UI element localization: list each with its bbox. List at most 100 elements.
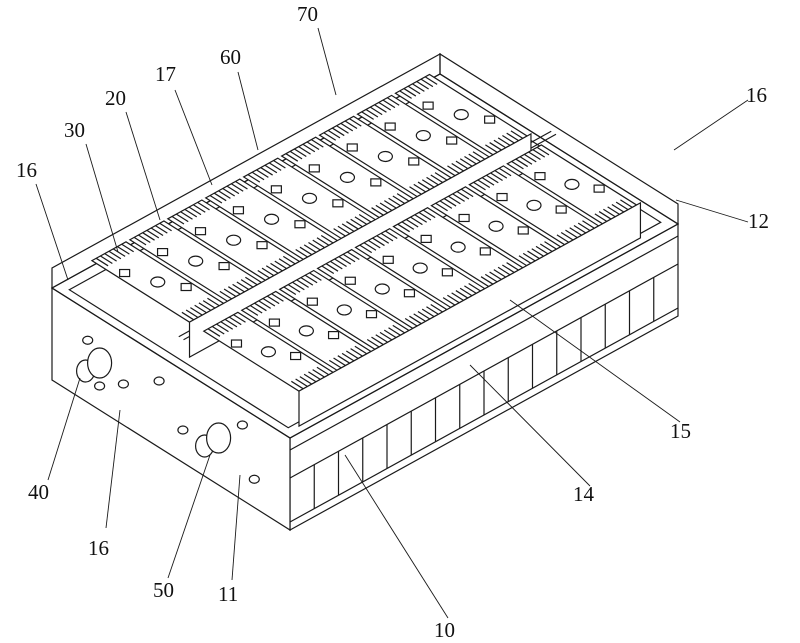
cell-fin (539, 243, 553, 253)
cell-fin (447, 294, 460, 304)
cell-fin (416, 81, 429, 90)
cell-fin (464, 155, 477, 165)
cell-fin (502, 135, 515, 144)
cell-fin (368, 239, 381, 249)
cell-fin (413, 313, 426, 322)
cell-fin (506, 262, 519, 271)
cell-fin (209, 195, 223, 204)
cell-fin (262, 297, 276, 307)
cell-fin (198, 302, 212, 311)
cell-fin (223, 288, 237, 298)
cell-fin (439, 200, 453, 209)
cell-fin (245, 276, 258, 286)
cell-fin (207, 297, 220, 307)
cell-fin (354, 345, 368, 355)
cell-fin (333, 228, 346, 237)
cell-fin (117, 246, 130, 255)
cell-fin (292, 281, 305, 291)
label-50: 50 (153, 578, 174, 602)
side-plate-edge (289, 263, 679, 479)
cell-fin (518, 255, 532, 264)
cell-fin (361, 111, 374, 120)
cell-fin (455, 290, 469, 299)
mounting-hole (248, 474, 260, 484)
cell-fin (418, 211, 432, 221)
busbar-pad (422, 101, 434, 110)
busbar-pad (256, 241, 268, 250)
busbar-pad (517, 226, 529, 235)
busbar-pad (230, 339, 243, 348)
cell-fin (371, 336, 384, 346)
terminal-oval (150, 276, 166, 288)
cell-fin (138, 234, 151, 244)
cell-fin (295, 378, 308, 387)
battery-modules (90, 73, 642, 428)
cell-fin (573, 224, 587, 234)
busbar-pad (403, 289, 416, 298)
cell-fin (358, 214, 372, 223)
module-side-face (298, 201, 642, 428)
cell-fin (560, 231, 574, 241)
cell-fin (336, 125, 349, 134)
cell-fin (289, 150, 303, 160)
cell-fin (235, 180, 248, 190)
cell-fin (308, 371, 321, 380)
side-plate-edge (289, 307, 679, 523)
busbar-pad (344, 276, 356, 285)
cell-fin (287, 284, 301, 293)
cell-fin (245, 307, 259, 316)
cell-fin (455, 160, 469, 170)
cell-fin (359, 244, 373, 254)
cell-fin (295, 249, 308, 258)
end-plate-right (439, 52, 679, 226)
cell-fin (323, 132, 337, 141)
cell-fin (254, 302, 267, 312)
busbar-pad (484, 115, 496, 124)
busbar-pad (534, 172, 546, 181)
cell-fin (480, 276, 494, 285)
cell-fin (511, 160, 524, 170)
cell-fin (494, 170, 508, 179)
terminal-oval (226, 234, 242, 246)
cell-fin (528, 151, 541, 161)
busbar-pad (306, 297, 318, 306)
cell-fin (309, 272, 322, 281)
cell-fin (422, 209, 436, 219)
cell-fin (493, 139, 507, 149)
cell-fin (299, 246, 313, 256)
cell-fin (270, 262, 283, 272)
cell-fin (328, 359, 342, 369)
cell-fin (392, 324, 405, 334)
cell-fin (524, 153, 537, 163)
cell-fin (190, 307, 203, 316)
cell-fin (233, 314, 246, 323)
cell-fin (260, 167, 273, 176)
busbar-pad (408, 157, 420, 166)
cell-fin (303, 244, 317, 253)
mounting-hole (153, 376, 165, 386)
cell-fin (383, 329, 397, 339)
cell-fin (347, 251, 360, 260)
cell-fin (350, 218, 363, 228)
cell-fin (536, 146, 550, 156)
cell-fin (350, 348, 363, 357)
label-10: 10 (434, 618, 455, 642)
busbar-pad (290, 351, 302, 361)
cell-fin (388, 327, 401, 336)
busbar-pad (458, 213, 470, 223)
cell-fin (274, 260, 288, 270)
cell-fin (565, 229, 578, 239)
label-16-right: 16 (746, 83, 767, 107)
cell-fin (188, 206, 202, 216)
cell-fin (379, 331, 393, 341)
cell-fin (354, 216, 368, 225)
cell-fin (194, 304, 207, 314)
cell-fin (603, 208, 616, 218)
cell-fin (180, 211, 193, 220)
cell-fin (327, 129, 341, 139)
cell-fin (229, 316, 242, 326)
cell-fin (420, 78, 434, 88)
cell-fin (527, 250, 540, 260)
busbar-pad (420, 234, 432, 243)
